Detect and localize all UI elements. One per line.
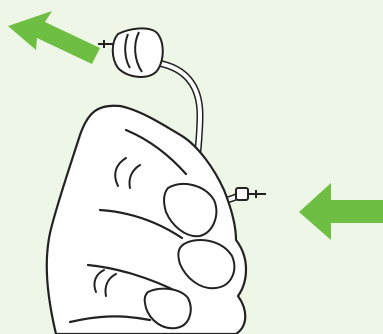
illustration-canvas <box>0 0 383 334</box>
hearing-aid-removal-illustration <box>0 0 383 334</box>
